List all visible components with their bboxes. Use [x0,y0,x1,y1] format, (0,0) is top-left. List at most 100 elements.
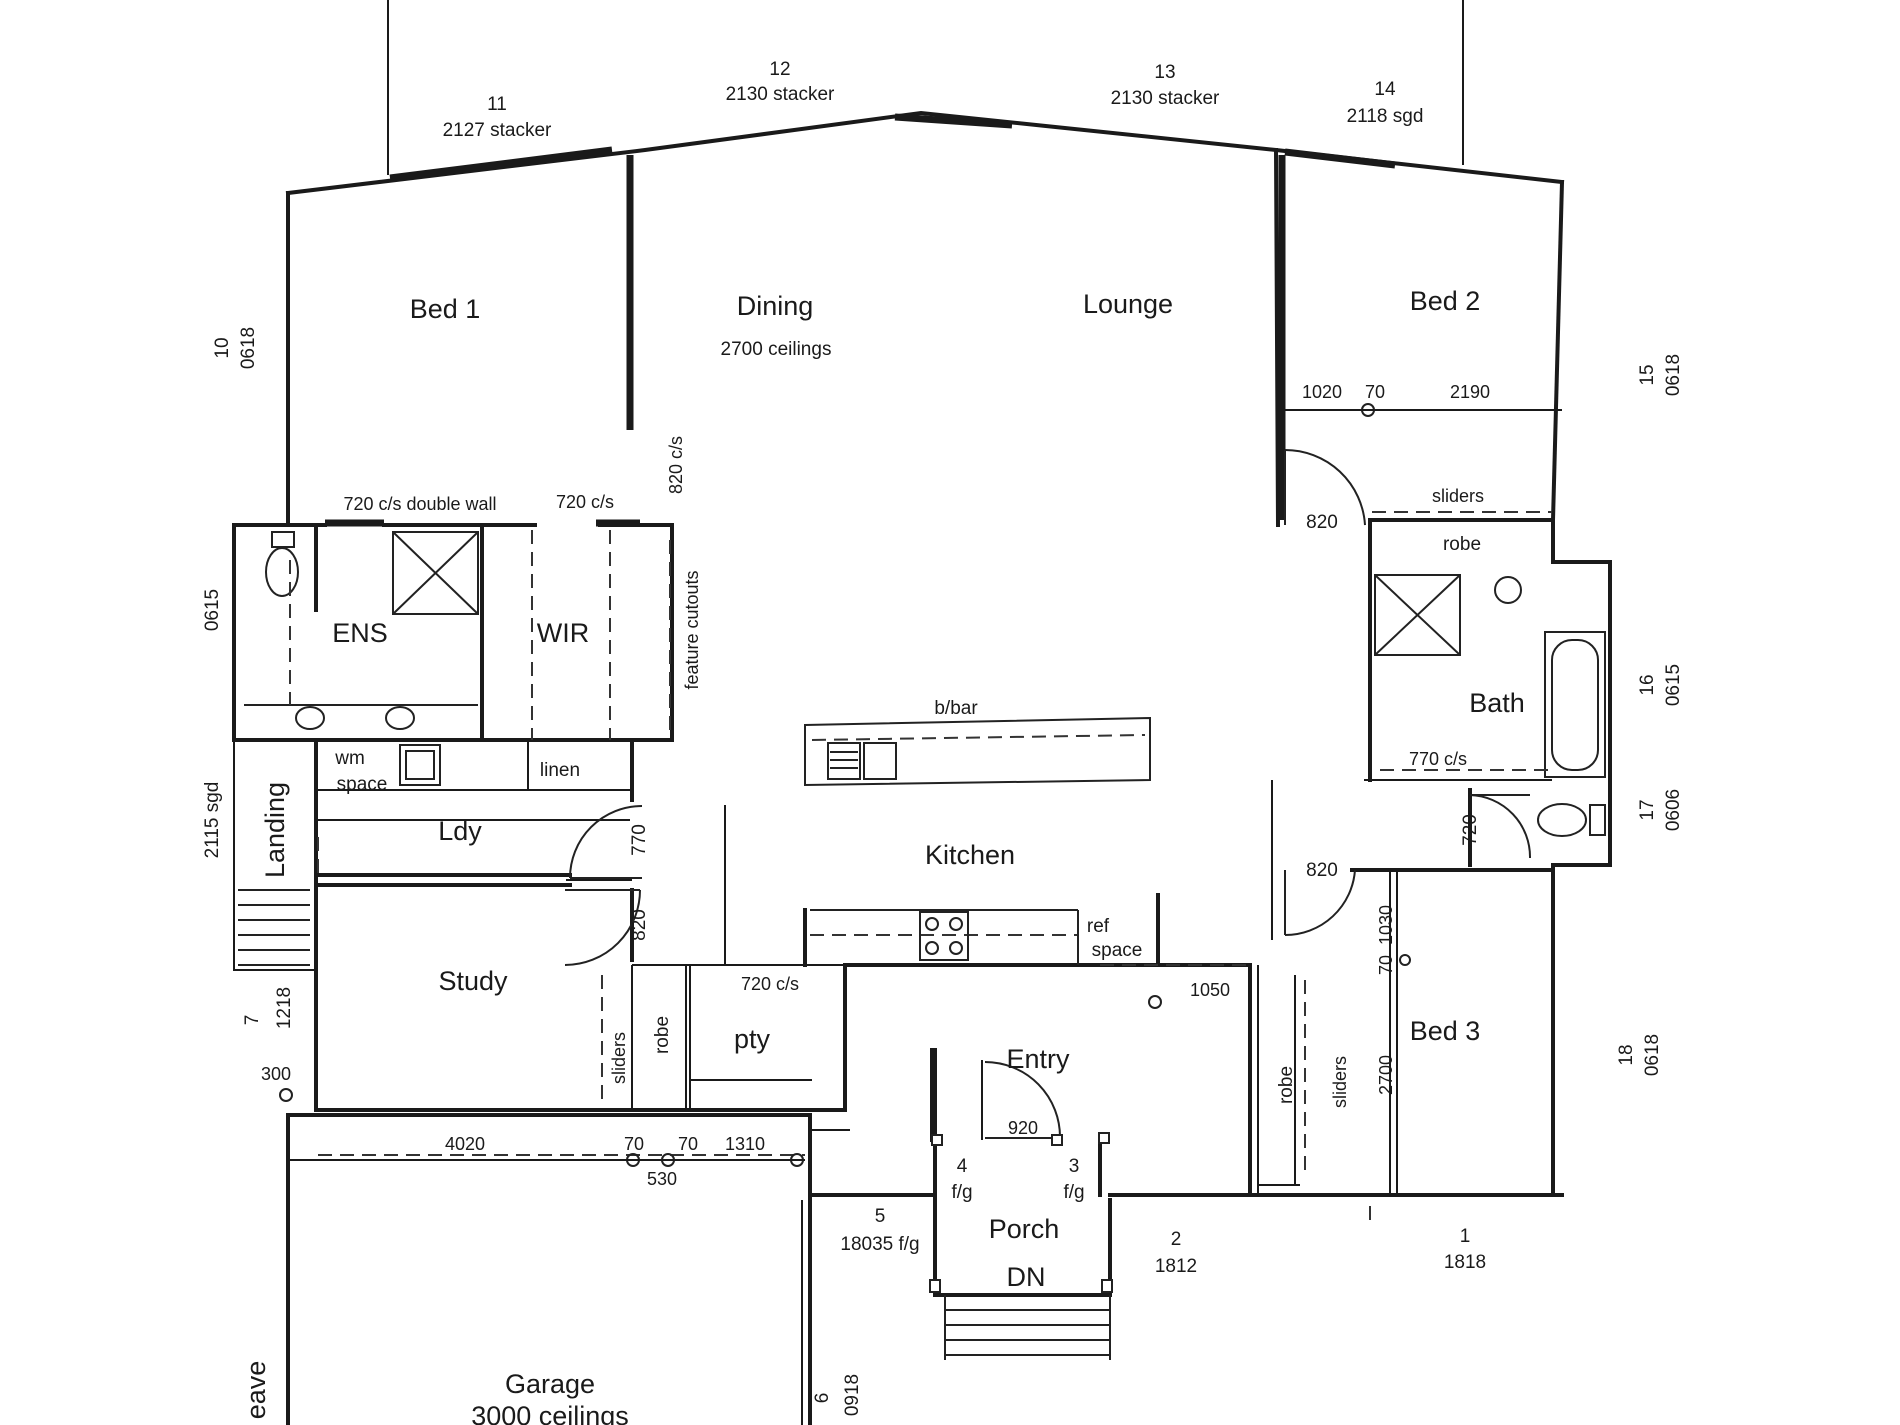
wall-accents [325,113,1396,527]
dim-bed2-70: 70 [1365,382,1385,402]
bathtub [1544,631,1606,778]
window-4-spec: f/g [951,1182,972,1203]
dashed-lines [289,511,1552,1220]
window-landing-spec: 2115 sgd [202,782,223,859]
doors [564,448,1532,1139]
bbar-label: b/bar [934,698,978,719]
dim-ldy-770: 770 [629,824,650,856]
shower-ens [392,531,479,615]
dim-door-820-bed2: 820 [1306,512,1338,533]
room-label-landing: Landing [260,782,290,878]
room-label-bath: Bath [1469,688,1525,718]
room-label-bed1: Bed 1 [410,294,481,324]
ref-label: ref [1087,916,1110,937]
dim-bed2-2190: 2190 [1450,382,1490,402]
room-label-bed3: Bed 3 [1410,1016,1481,1046]
window-5-number: 5 [875,1206,886,1227]
dim-sliders-bed2: sliders [1432,486,1484,506]
window-16-spec: 0615 [1663,664,1684,706]
robe-bed2-label: robe [1443,534,1481,555]
dim-garage-1310: 1310 [725,1134,765,1154]
room-label-ldy: Ldy [438,816,482,846]
window-5-spec: 18035 f/g [840,1234,919,1255]
dim-pty-720: 720 c/s [741,974,799,994]
room-label-pty: pty [734,1024,771,1054]
toilet-wc [1537,803,1606,837]
window-18-number: 18 [1616,1044,1637,1065]
dim-study-820: 820 [629,909,650,941]
window-14-spec: 2118 sgd [1347,106,1424,127]
toilet-ens [265,531,299,597]
dim-2700: 2700 [1376,1055,1396,1095]
window-13-number: 13 [1154,62,1175,83]
window-11-number: 11 [487,94,507,115]
breakfast-bar [804,716,1151,787]
window-12-spec: 2130 stacker [726,84,835,105]
dim-sliders-bed3: sliders [1330,1056,1350,1108]
room-label-bed2: Bed 2 [1410,286,1481,316]
dim-bath-770: 770 c/s [1409,749,1467,769]
window-markers [279,403,1411,1293]
window-13-spec: 2130 stacker [1111,88,1220,109]
feature-cutouts-note: feature cutouts [682,570,702,689]
dim-garage-70b: 70 [678,1134,698,1154]
dim-wir-820: 820 c/s [666,436,686,494]
window-15-spec: 0618 [1663,354,1684,396]
basin-bath [1494,576,1522,604]
porch-dn-label: DN [1007,1262,1046,1292]
dim-wc-720: 720 [1460,814,1481,846]
window-7-spec: 1218 [274,987,295,1029]
landing-steps [238,889,310,966]
room-label-garage: Garage [505,1369,595,1399]
laundry-tub [399,744,441,786]
room-label-wir: WIR [537,618,589,648]
dim-sliders-study: sliders [609,1032,629,1084]
shower-bath [1374,574,1461,656]
window-4-number: 4 [957,1156,968,1177]
window-10-number: 10 [212,337,233,358]
dining-ceiling-note: 2700 ceilings [721,339,832,360]
room-label-ens: ENS [332,618,388,648]
window-3-spec: f/g [1063,1182,1084,1203]
window-12-number: 12 [769,59,790,80]
room-label-kitchen: Kitchen [925,840,1015,870]
dim-garage-70a: 70 [624,1134,644,1154]
dim-ens-wall: 720 c/s double wall [343,494,496,514]
dim-wir-door: 720 c/s [556,492,614,512]
vanity-ens [244,704,478,730]
window-3-number: 3 [1069,1156,1080,1177]
kitchen-bench [810,909,1079,965]
window-7-number: 7 [242,1015,263,1026]
window-ens-spec: 0615 [202,589,223,631]
ref-space-label: space [1092,940,1143,961]
window-2-spec: 1812 [1155,1256,1197,1277]
porch-steps [944,1295,1111,1360]
dim-entry-920: 920 [1008,1118,1038,1138]
dim-garage-4020: 4020 [445,1134,485,1154]
window-1-spec: 1818 [1444,1252,1486,1273]
garage-ceiling-note: 3000 ceilings [471,1401,629,1425]
dim-garage-530: 530 [647,1169,677,1189]
dim-door-820-bed3: 820 [1306,860,1338,881]
room-label-lounge: Lounge [1083,289,1173,319]
wm-label: wm [334,748,365,769]
room-label-entry: Entry [1006,1044,1070,1074]
room-label-study: Study [438,966,508,996]
robe-bed3-label: robe [1276,1066,1297,1104]
window-18-spec: 0618 [1642,1034,1663,1076]
window-15-number: 15 [1637,364,1658,385]
window-6-number: 6 [812,1393,833,1404]
window-10-spec: 0618 [238,327,259,369]
window-14-number: 14 [1374,79,1396,100]
window-6-spec: 0918 [842,1374,863,1416]
dim-bed2-1020: 1020 [1302,382,1342,402]
window-1-number: 1 [1460,1226,1471,1247]
window-17-spec: 0606 [1663,789,1684,831]
dim-300: 300 [261,1064,291,1084]
room-label-porch: Porch [989,1214,1060,1244]
dim-bed3-70: 70 [1376,955,1396,975]
window-2-number: 2 [1171,1229,1182,1250]
eave-label: eave [241,1361,271,1420]
window-11-spec: 2127 stacker [443,120,552,141]
dim-1050: 1050 [1190,980,1230,1000]
